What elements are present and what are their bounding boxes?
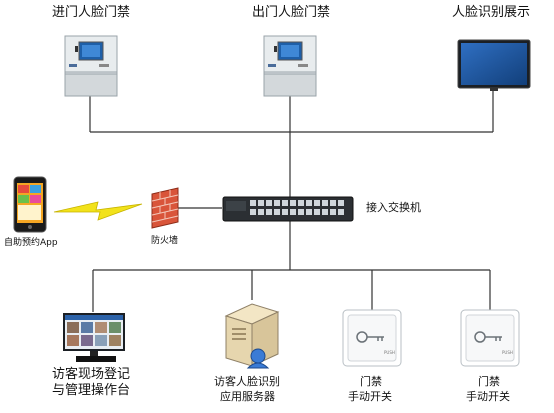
- face-display-monitor: [457, 39, 531, 91]
- application-server-device: [224, 303, 280, 369]
- door-switch-2-label-line1: 门禁: [478, 375, 500, 388]
- mobile-app-label: 自助预约App: [4, 238, 58, 248]
- visitor-station-label-line1: 访客现场登记: [52, 367, 131, 382]
- exit-face-gate-label: 出门人脸门禁: [252, 5, 331, 20]
- entry-face-gate-device: [64, 35, 118, 97]
- mobile-phone-device: [13, 176, 47, 233]
- door-button-1-push-text: PUSH: [384, 350, 395, 355]
- door-exit-button-1: PUSH: [342, 309, 402, 367]
- door-button-2-push-text: PUSH: [502, 350, 513, 355]
- network-switch-device: [222, 196, 354, 222]
- door-exit-button-2: PUSH: [460, 309, 520, 367]
- wireless-link-bolt: [53, 201, 143, 221]
- visitor-station-label-line2: 与管理操作台: [52, 383, 131, 398]
- firewall-icon: [151, 187, 179, 229]
- door-switch-1-label-line2: 手动开关: [348, 390, 392, 403]
- switch-label: 接入交换机: [366, 201, 421, 214]
- door-switch-1-label-line1: 门禁: [360, 375, 382, 388]
- server-label-line1: 访客人脸识别: [214, 375, 280, 388]
- face-display-label: 人脸识别展示: [452, 5, 531, 20]
- top-bus-line: [89, 90, 494, 133]
- door-switch-2-label-line2: 手动开关: [466, 390, 510, 403]
- exit-face-gate-device: [263, 35, 317, 97]
- server-label-line2: 应用服务器: [220, 390, 275, 403]
- bottom-bus-line: [92, 269, 491, 312]
- firewall-label: 防火墙: [151, 236, 179, 246]
- entry-face-gate-label: 进门人脸门禁: [52, 5, 131, 20]
- visitor-workstation-device: [63, 313, 125, 362]
